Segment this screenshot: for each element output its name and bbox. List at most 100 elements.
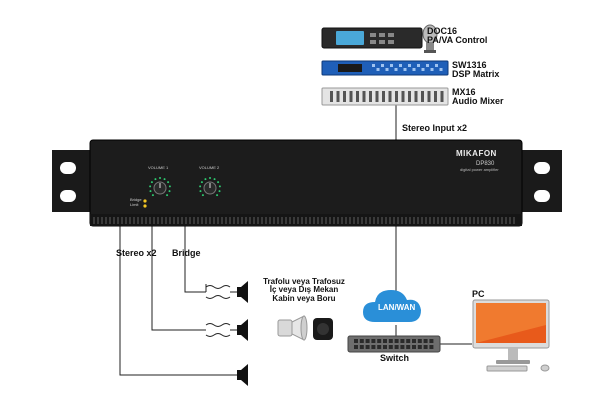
mixer-fader [440, 91, 444, 102]
sw1316-desc: DSP Matrix [452, 69, 500, 80]
dsp-button [403, 68, 407, 71]
amp-subtitle: digital power amplifier [460, 167, 499, 172]
cabinet-speaker [313, 318, 333, 340]
vent-slot [193, 217, 195, 224]
vent-slot [137, 217, 139, 224]
transformer-top [205, 284, 237, 299]
speaker-caption-line-2: İç veya Dış Mekan [269, 285, 339, 295]
vent-slot [501, 217, 503, 224]
vent-slot [385, 217, 387, 224]
vent-slot [189, 217, 191, 224]
bridge-line [184, 226, 206, 293]
vent-slot [257, 217, 259, 224]
bridge-led [143, 199, 147, 203]
right-rack-hole-bottom [534, 190, 550, 202]
vent-slot [229, 217, 231, 224]
switch-port [354, 339, 358, 343]
volume1-label: VOLUME 1 [148, 165, 169, 170]
vent-slot [345, 217, 347, 224]
switch-port [377, 345, 382, 349]
vent-slot [365, 217, 367, 224]
vent-slot [253, 217, 255, 224]
vent-slot [313, 217, 315, 224]
dsp-button [430, 68, 434, 71]
stereo-output-label: Stereo x2 [116, 248, 157, 258]
vent-slot [301, 217, 303, 224]
mixer-fader [336, 91, 340, 102]
knob-led [159, 177, 161, 179]
vent-slot [369, 217, 371, 224]
horn-speaker [277, 315, 308, 341]
switch-port [359, 339, 364, 343]
dsp-button [408, 64, 411, 67]
vent-slot [321, 217, 323, 224]
vent-slot [281, 217, 283, 224]
switch-port [417, 339, 422, 343]
switch-label: Switch [380, 353, 410, 363]
dsp-button [421, 68, 425, 71]
vent-slot [225, 217, 227, 224]
switch-port [429, 345, 434, 349]
vent-slot [441, 217, 443, 224]
bridge-led-label: Bridge [130, 197, 142, 202]
switch-port [406, 339, 411, 343]
mixer-fader [362, 91, 366, 102]
vent-slot [125, 217, 127, 224]
vent-slot [101, 217, 103, 224]
volume2-knob [199, 177, 221, 197]
mixer-fader [401, 91, 405, 102]
knob-led [166, 194, 169, 197]
vent-slot [381, 217, 383, 224]
speaker-mid [237, 319, 248, 341]
vent-slot [245, 217, 247, 224]
network-switch [347, 335, 441, 353]
knob-led [218, 185, 221, 188]
knob-led [217, 181, 220, 184]
switch-port [354, 345, 358, 349]
vent-slot [237, 217, 239, 224]
switch-port [412, 339, 416, 343]
mixer-fader [369, 91, 372, 102]
vent-slot [461, 217, 463, 224]
mixer-fader [434, 91, 437, 102]
dsp-button [376, 68, 380, 71]
vent-slot [417, 217, 419, 224]
knob-led [199, 190, 202, 193]
switch-port [406, 345, 411, 349]
knob-led [209, 177, 211, 179]
vent-slot [185, 217, 187, 224]
vent-slot [149, 217, 151, 224]
switch-port [365, 345, 370, 349]
switch-port [394, 345, 399, 349]
vent-slot [209, 217, 211, 224]
vent-slot [269, 217, 271, 224]
vent-slot [181, 217, 183, 224]
vent-slot [293, 217, 295, 224]
switch-port [371, 339, 376, 343]
right-rack-hole-top [534, 162, 550, 174]
mixer-fader [375, 91, 379, 102]
left-rack-ear [52, 150, 92, 212]
vent-slot [205, 217, 207, 224]
amp-model: DP830 [476, 161, 495, 167]
mx16-device [321, 87, 449, 106]
switch-port [400, 345, 405, 349]
vent-slot [493, 217, 495, 224]
knob-led [216, 194, 219, 197]
limit-led-label: Limit [130, 202, 139, 207]
vent-slot [473, 217, 475, 224]
knob-led [213, 178, 216, 181]
mixer-fader [421, 91, 424, 102]
pc-label: PC [472, 289, 485, 299]
speaker-bottom [237, 364, 248, 386]
vent-slot [221, 217, 223, 224]
switch-port [365, 339, 370, 343]
amp-brand: MIKAFON [456, 149, 497, 158]
switch-port [417, 345, 422, 349]
doc16-desc: PA/VA Control [427, 35, 488, 46]
volume2-label: VOLUME 2 [199, 165, 220, 170]
volume1-knob [149, 177, 171, 197]
vent-slot [93, 217, 95, 224]
switch-port [423, 345, 428, 349]
